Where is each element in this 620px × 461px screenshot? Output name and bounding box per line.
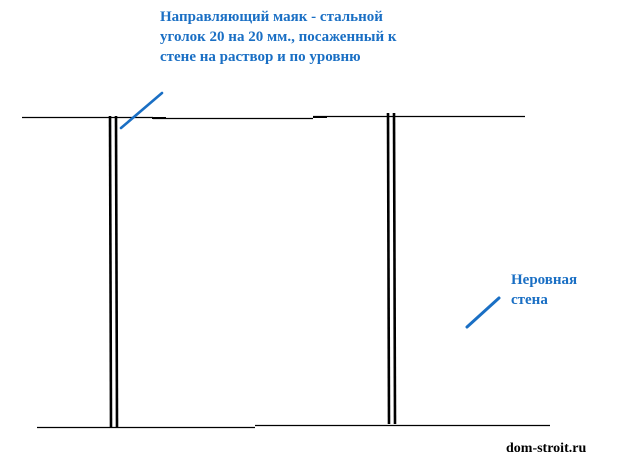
wall-annotation-line: Неровная bbox=[511, 272, 578, 288]
bottom-wall-line bbox=[37, 424, 550, 429]
left-beacon bbox=[108, 115, 119, 429]
right-beacon bbox=[386, 112, 397, 425]
site-watermark: dom-stroit.ru bbox=[506, 441, 587, 456]
beacon-pointer bbox=[119, 91, 164, 130]
wall-pointer bbox=[465, 296, 501, 329]
wall-annotation-line: стена bbox=[511, 291, 548, 308]
beacon-annotation-line: уголок 20 на 20 мм., посаженный к bbox=[160, 28, 397, 45]
beacon-annotation-line: Направляющий маяк - стальной bbox=[160, 9, 383, 25]
wall-annotation: Неровная стена bbox=[511, 271, 577, 311]
top-wall-line bbox=[22, 115, 525, 120]
beacon-annotation-line: стене на раствор и по уровню bbox=[160, 48, 361, 65]
beacon-annotation: Направляющий маяк - стальной уголок 20 н… bbox=[160, 8, 396, 67]
